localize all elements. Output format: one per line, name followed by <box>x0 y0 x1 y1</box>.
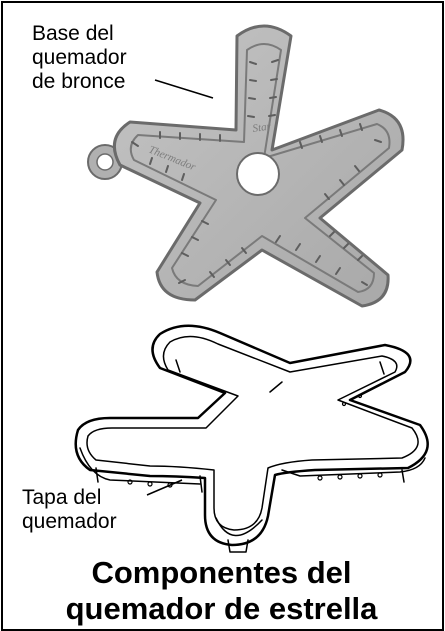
base-label-line3: de bronce <box>32 70 126 93</box>
base-label-line2: quemador <box>32 46 127 69</box>
burner-tab <box>87 144 123 180</box>
base-label-leader <box>154 79 214 99</box>
figure-caption-line1: Componentes del <box>91 555 352 590</box>
burner-cap <box>74 324 429 553</box>
star-logo-emboss: Star <box>252 120 273 135</box>
burner-base-rim <box>129 43 391 293</box>
burner-cap-ports <box>127 393 383 488</box>
cap-label-line2: quemador <box>22 510 117 533</box>
burner-ports <box>131 59 382 286</box>
brass-burner-base: Thermador Star <box>87 24 405 308</box>
burner-cap-outline <box>74 324 429 547</box>
base-label-line1: Base del <box>32 22 114 45</box>
cap-label-leader <box>146 479 183 496</box>
burner-cap-top <box>86 335 419 531</box>
figure-caption-line2: quemador de estrella <box>65 591 378 626</box>
cap-label-line1: Tapa del <box>22 486 102 509</box>
burner-center-hole <box>236 152 280 196</box>
